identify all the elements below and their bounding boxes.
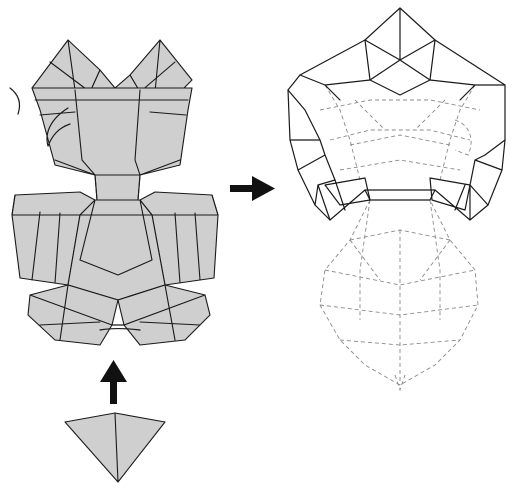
left-ear xyxy=(32,40,100,92)
triangular-chin-piece xyxy=(65,413,165,482)
up-arrow xyxy=(100,360,127,404)
solid-outline xyxy=(288,8,505,220)
right-arrow xyxy=(230,176,275,201)
right-ear xyxy=(130,40,192,92)
hidden-lines xyxy=(320,85,480,390)
assembled-head-outline xyxy=(288,8,505,390)
flat-folded-net xyxy=(10,40,218,345)
neck xyxy=(95,175,140,200)
head-block xyxy=(32,88,192,175)
